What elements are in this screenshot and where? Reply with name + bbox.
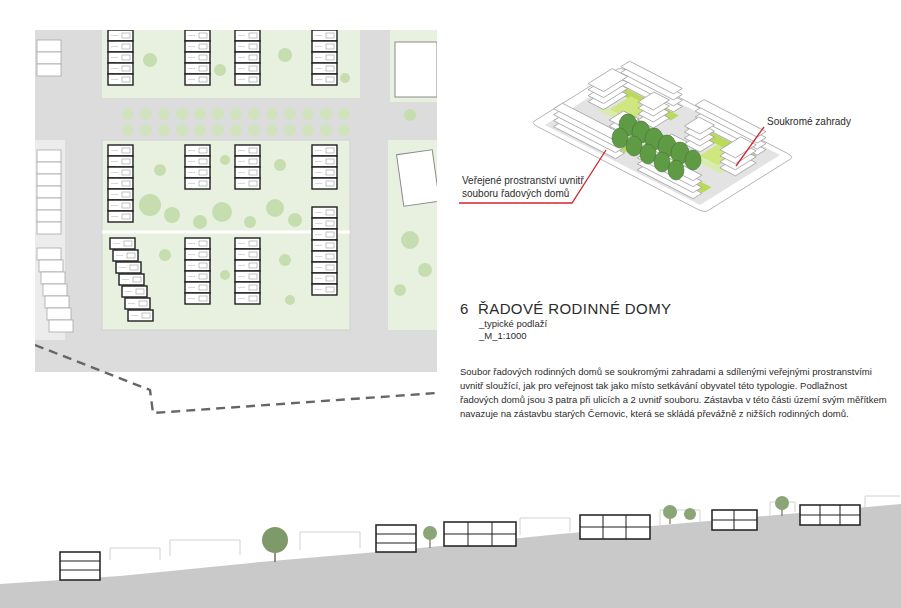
section-number: 6 bbox=[460, 300, 468, 317]
section-title: ŘADOVÉ RODINNÉ DOMY bbox=[478, 300, 671, 317]
description-text: Soubor řadových rodinných domů se soukro… bbox=[460, 365, 888, 421]
callout-label: Soukromé zahrady bbox=[767, 116, 851, 127]
subtitle-note: _typické podlaží bbox=[479, 318, 547, 329]
callout-label: Veřejené prostranství uvnitř souboru řad… bbox=[462, 174, 622, 200]
scale-note: _M_1:1000 bbox=[479, 330, 527, 341]
